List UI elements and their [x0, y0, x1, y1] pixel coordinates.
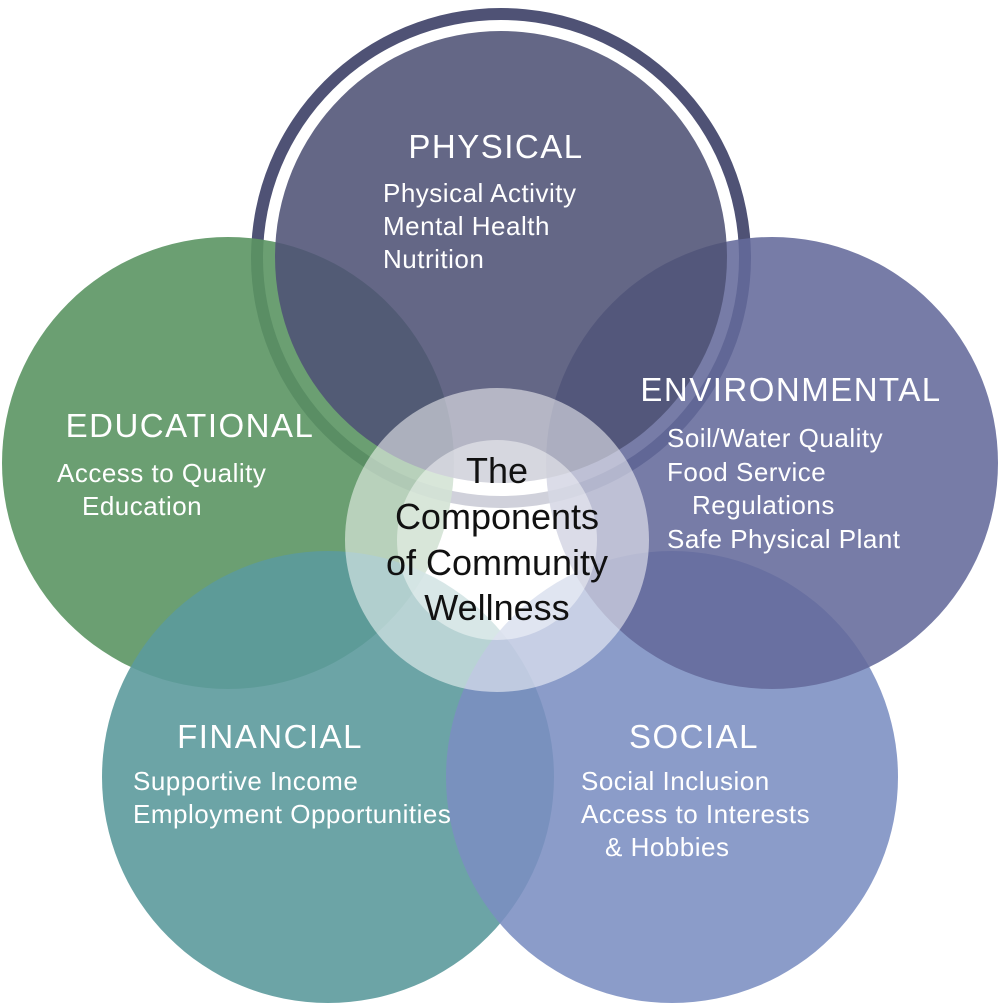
physical-circle [275, 31, 727, 483]
educational-title: EDUCATIONAL [66, 407, 315, 444]
financial-title: FINANCIAL [177, 718, 363, 755]
financial-item: Employment Opportunities [133, 799, 451, 829]
environmental-title: ENVIRONMENTAL [640, 371, 941, 408]
center-circle [345, 388, 649, 692]
social-title: SOCIAL [629, 718, 759, 755]
environmental-item: Food Service [667, 457, 826, 487]
center-title-line: Wellness [424, 587, 569, 628]
center-title-line: The [466, 450, 528, 491]
financial-item: Supportive Income [133, 766, 358, 796]
social-item: & Hobbies [605, 832, 729, 862]
physical-item: Mental Health [383, 211, 550, 241]
physical-title: PHYSICAL [408, 128, 583, 165]
center-title-line: of Community [386, 542, 608, 583]
educational-item: Access to Quality [57, 458, 266, 488]
center-title-line: Components [395, 496, 599, 537]
environmental-item: Regulations [692, 490, 835, 520]
social-item: Social Inclusion [581, 766, 770, 796]
physical-item: Physical Activity [383, 178, 576, 208]
physical-item: Nutrition [383, 244, 484, 274]
social-item: Access to Interests [581, 799, 810, 829]
environmental-item: Soil/Water Quality [667, 423, 883, 453]
educational-item: Education [82, 491, 202, 521]
environmental-item: Safe Physical Plant [667, 524, 901, 554]
center-highlight [397, 440, 597, 640]
